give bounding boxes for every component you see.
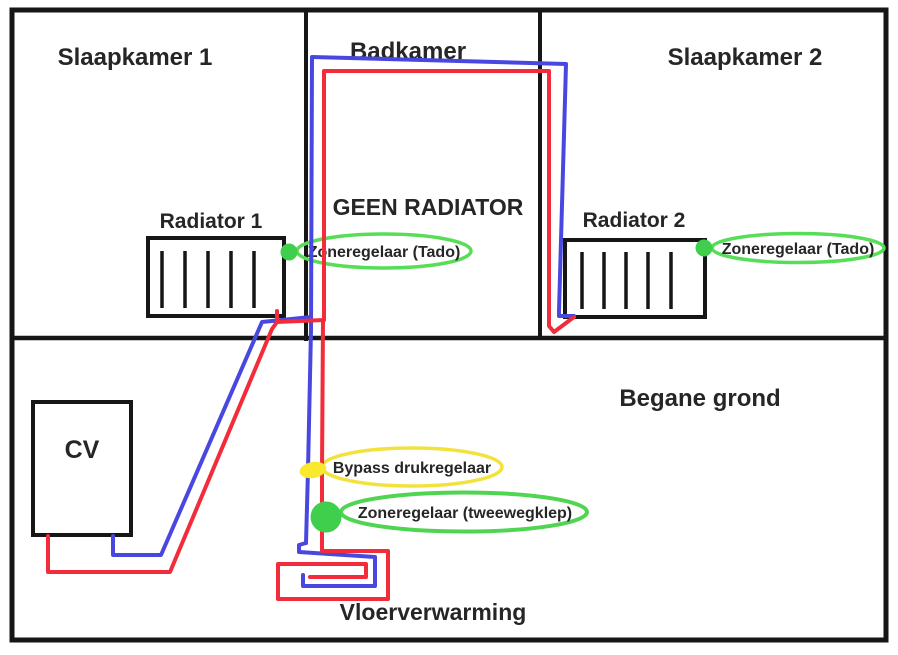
tweewegklep-label: Zoneregelaar (tweewegklep) [358,505,572,522]
floor-heating-label: Vloerverwarming [340,599,527,625]
markers [280,239,713,533]
bypass-valve-marker [299,461,327,479]
room-label-begane-grond: Begane grond [619,385,780,412]
tado1-valve-dot [280,243,298,261]
radiator-2-symbol [563,238,707,319]
cv-boiler-label: CV [65,436,100,464]
tweewegklep-ring [339,490,589,534]
radiator-1-fins [160,251,256,308]
tado2-valve-dot [695,239,713,257]
room-label-slaapkamer-1: Slaapkamer 1 [58,44,213,71]
note-geen-radiator: GEEN RADIATOR [333,194,524,220]
room-label-slaapkamer-2: Slaapkamer 2 [668,44,823,71]
walls [9,7,889,643]
tado2-label: Zoneregelaar (Tado) [722,241,875,258]
bypass-label: Bypass drukregelaar [333,460,491,477]
radiator-2-box [563,238,707,319]
cv-boiler-box [31,400,133,537]
radiator-1-label: Radiator 1 [160,210,263,233]
tado1-label: Zoneregelaar (Tado) [308,244,461,261]
radiator-2-fins [580,252,673,309]
radiator-2-label: Radiator 2 [583,209,686,232]
tweewegklep-valve-dot [310,501,342,533]
pipe-cold-floorheating-coil [297,541,377,588]
outer-wall [9,7,889,643]
radiator-1-box [146,236,286,318]
radiator-1-symbol [146,236,286,318]
pipe-cold-main-loop [304,55,576,545]
